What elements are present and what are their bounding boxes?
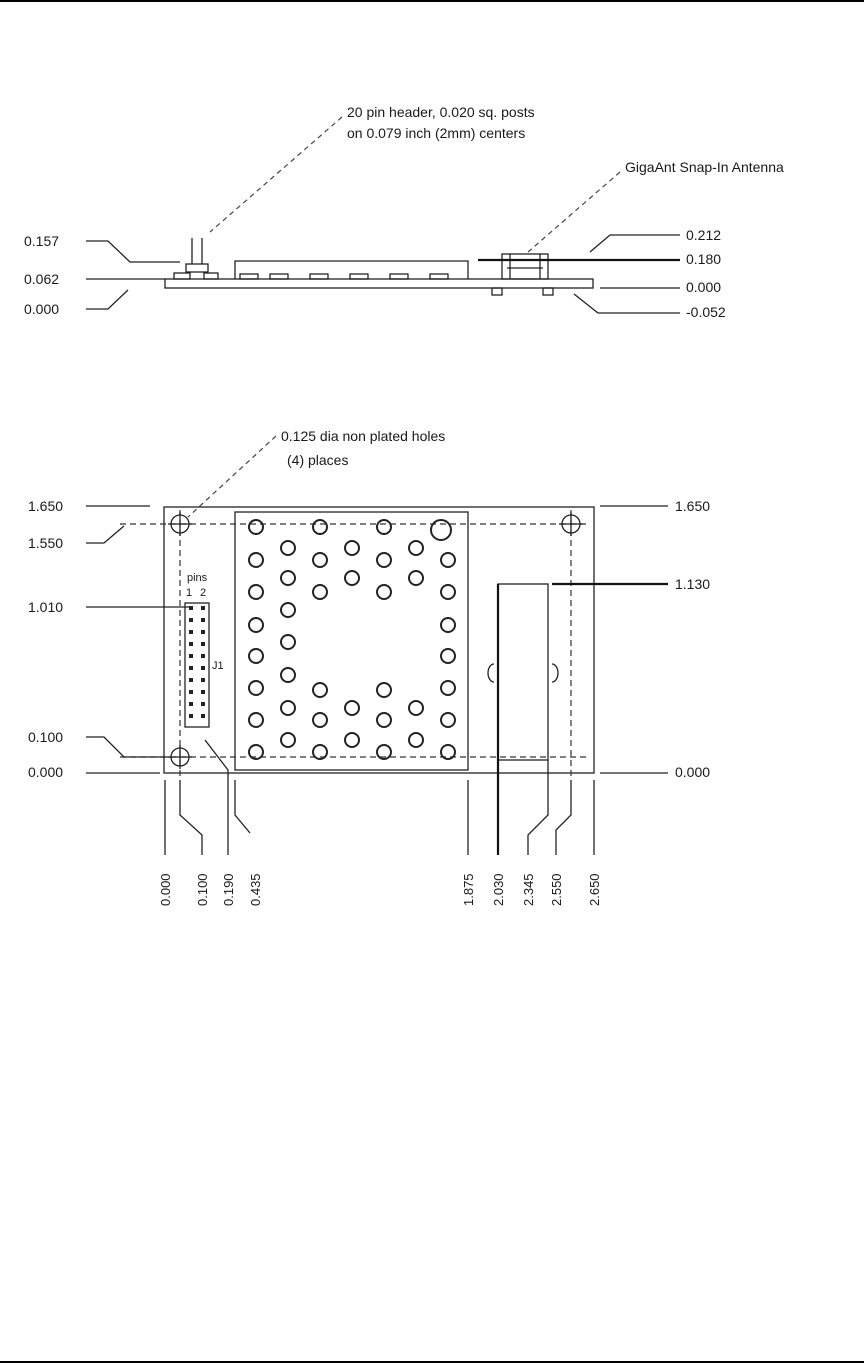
side-leader-0157 (86, 241, 180, 262)
shield-pads (240, 274, 448, 279)
top-leader-0100 (86, 737, 172, 757)
antenna-callout-leader (528, 172, 620, 252)
pin2-label: 2 (200, 587, 206, 599)
bottom-dim-2345: 2.345 (521, 873, 536, 906)
pin-header-side (174, 238, 218, 279)
bottom-dim-0100: 0.100 (195, 873, 210, 906)
top-dim-left-0000: 0.000 (28, 764, 63, 780)
bottom-dim-0435: 0.435 (248, 873, 263, 906)
side-dim-right-0180: 0.180 (686, 251, 721, 267)
bottom-dim-2650: 2.650 (587, 873, 602, 906)
mounting-holes (168, 512, 583, 769)
side-dim-right-neg0052: -0.052 (686, 304, 726, 320)
top-view: 0.125 dia non plated holes (4) places (28, 428, 710, 906)
top-dim-left-1650: 1.650 (28, 498, 63, 514)
bottom-dim-2550: 2.550 (549, 873, 564, 906)
top-dim-right-1650: 1.650 (675, 498, 710, 514)
side-leader-0212 (590, 235, 680, 252)
top-dim-left-1010: 1.010 (28, 599, 63, 615)
top-leader-1550 (86, 526, 124, 543)
j1-connector (185, 603, 209, 727)
header-callout-leader (210, 117, 342, 232)
side-leader-0000 (86, 290, 128, 309)
header-callout-line1: 20 pin header, 0.020 sq. posts (347, 104, 535, 120)
holes-callout-line2: (4) places (287, 452, 348, 468)
top-dim-right-1130: 1.130 (675, 576, 710, 592)
top-dim-left-0100: 0.100 (28, 729, 63, 745)
shield-area-top (235, 512, 468, 770)
antenna-callout: GigaAnt Snap-In Antenna (625, 159, 784, 175)
pad-array (249, 520, 455, 759)
j1-label: J1 (212, 660, 224, 672)
pins-label: pins (187, 572, 208, 584)
side-leader-neg0052 (574, 294, 680, 313)
bottom-dim-0190: 0.190 (221, 873, 236, 906)
holes-callout-line1: 0.125 dia non plated holes (281, 428, 445, 444)
pcb-outline-top (164, 507, 594, 773)
side-dim-left-0062: 0.062 (24, 271, 59, 287)
side-view: 20 pin header, 0.020 sq. posts on 0.079 … (24, 104, 784, 320)
bottom-dim-0000: 0.000 (158, 873, 173, 906)
bottom-dim-2030: 2.030 (491, 873, 506, 906)
top-dim-right-0000: 0.000 (675, 764, 710, 780)
header-callout-line2: on 0.079 inch (2mm) centers (347, 125, 525, 141)
pcb-board-side (165, 279, 593, 288)
bottom-dim-1875: 1.875 (461, 873, 476, 906)
top-dim-left-1550: 1.550 (28, 535, 63, 551)
side-dim-right-0000: 0.000 (686, 279, 721, 295)
bottom-extension-lines (165, 584, 594, 855)
side-dim-left-0000: 0.000 (24, 301, 59, 317)
pin1-label: 1 (186, 587, 192, 599)
side-dim-right-0212: 0.212 (686, 227, 721, 243)
side-dim-left-0157: 0.157 (24, 233, 59, 249)
holes-callout-leader (188, 436, 276, 517)
